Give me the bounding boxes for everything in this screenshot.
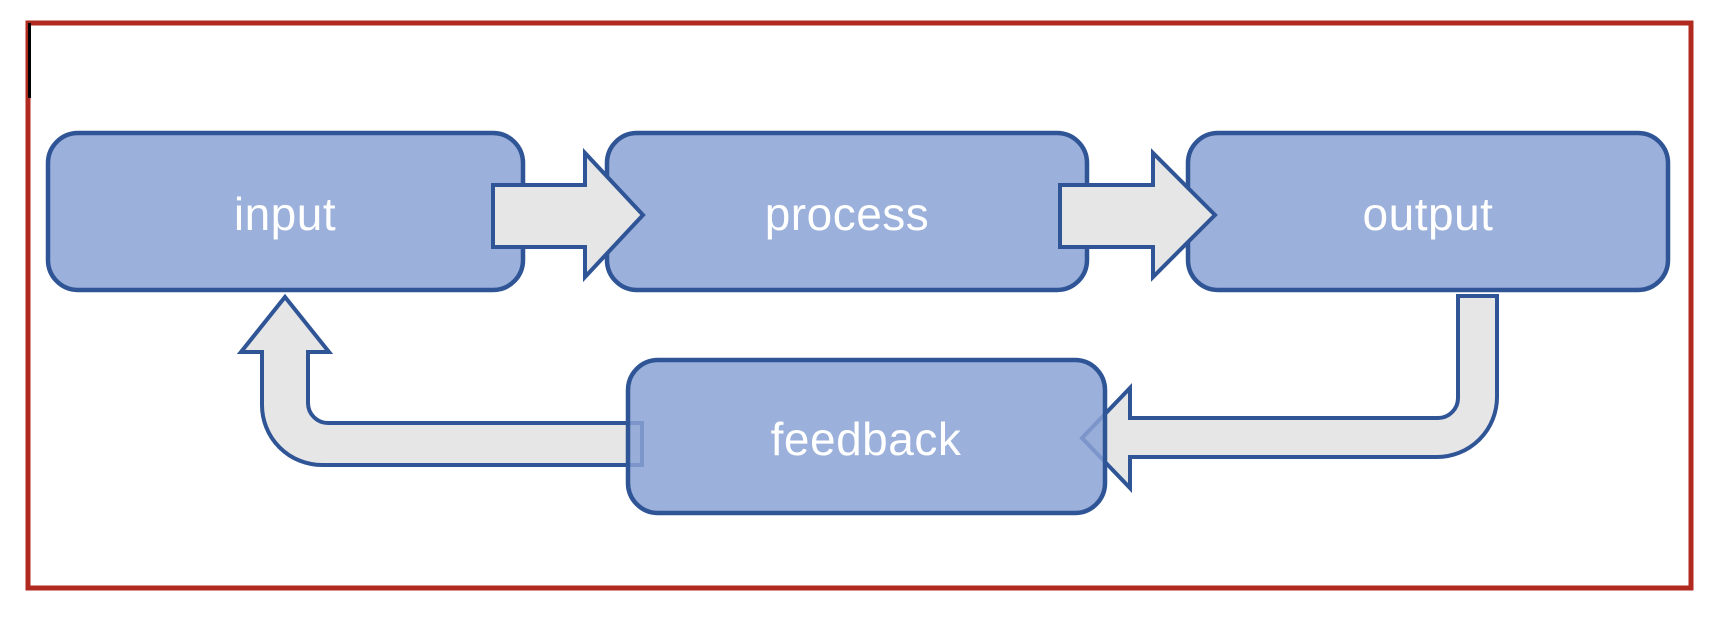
outer-red-frame — [25, 20, 1694, 591]
arrow-output-to-feedback — [1079, 294, 1499, 493]
process-node-label: process — [765, 188, 930, 240]
feedback-node-label: feedback — [771, 413, 962, 465]
black-tick-mark — [28, 23, 31, 98]
feedback-node — [625, 357, 1108, 516]
output-node-label: output — [1363, 188, 1494, 240]
input-node-label: input — [234, 188, 336, 240]
arrow-input-to-process — [491, 147, 646, 283]
arrow-process-to-output — [1058, 148, 1218, 282]
arrow-feedback-to-input — [236, 293, 644, 467]
